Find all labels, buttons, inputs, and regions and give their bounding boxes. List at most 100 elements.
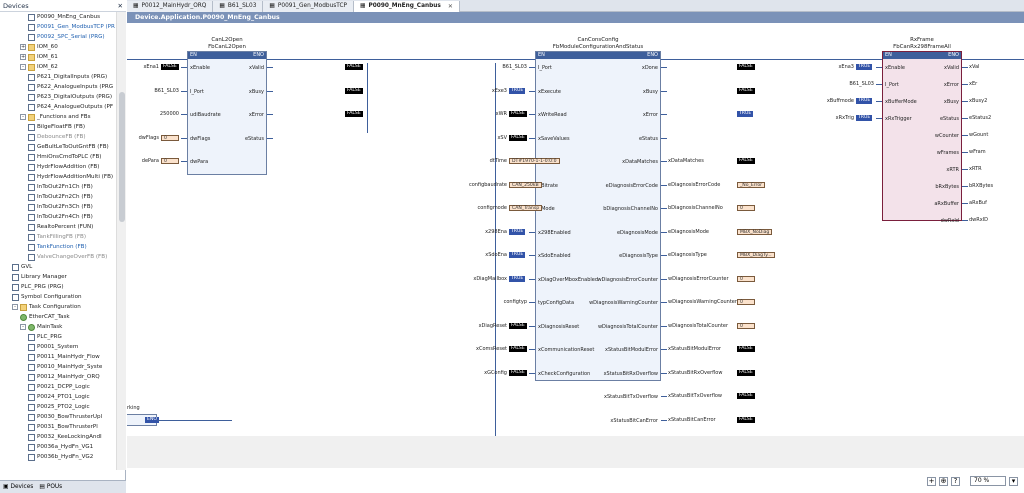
tree-item[interactable]: +IOM_60	[20, 42, 58, 52]
variable-label: dwFlags	[138, 134, 159, 141]
tree-item[interactable]: InToOut2Fn4Ch (FB)	[28, 212, 93, 222]
tree-item-label: InToOut2Fn2Ch (FB)	[37, 194, 93, 200]
expand-toggle-icon[interactable]: -	[20, 64, 26, 70]
editor-tab[interactable]: ▦B61_SL03	[213, 1, 264, 12]
input-pin: eBitrate	[538, 182, 559, 189]
tab-devices[interactable]: ▣Devices	[3, 484, 33, 490]
connection-wire	[267, 114, 273, 115]
tree-item[interactable]: P0036b_HydFn_VG2	[28, 452, 93, 462]
tree-item-label: P0031_BowThrusterPl	[37, 424, 98, 430]
expand-toggle-icon[interactable]: +	[20, 54, 26, 60]
tree-item[interactable]: GVL	[12, 262, 32, 272]
output-pin: xStatusBitModulError	[605, 347, 658, 353]
pou-icon	[28, 143, 35, 151]
editor-tab[interactable]: ▦P0012_MainHydr_ORQ	[127, 1, 214, 12]
tree-item[interactable]: DebounceFB (FB)	[28, 132, 86, 142]
close-tab-icon[interactable]: ✕	[447, 3, 453, 10]
close-pane-icon[interactable]: ✕	[117, 2, 123, 10]
tree-item[interactable]: -MainTask	[20, 322, 62, 332]
pou-icon	[28, 403, 35, 411]
tree-item[interactable]: P623_DigitalOutputs (PRG)	[28, 92, 112, 102]
tree-item[interactable]: P0001_System	[28, 342, 78, 352]
tree-item[interactable]: BilgeFloatFB (FB)	[28, 122, 85, 132]
variable-label: xVal	[969, 64, 980, 70]
tree-item[interactable]: -Task Configuration	[12, 302, 81, 312]
tree-item[interactable]: -_Functions and FBs	[20, 112, 91, 122]
tree-item[interactable]: P0031_BowThrusterPl	[28, 422, 98, 432]
tree-item[interactable]: PLC_PRG (PRG)	[12, 282, 64, 292]
tree-vertical-scrollbar[interactable]	[116, 12, 126, 470]
variable-label: wDiagnosisErrorCounter	[668, 275, 729, 282]
zoom-level-select[interactable]: 70 %	[970, 476, 1006, 486]
tree-item[interactable]: P0025_PTO2_Logic	[28, 402, 90, 412]
folder-icon	[28, 63, 35, 71]
tree-item-label: HydrFlowAddition (FB)	[37, 164, 100, 170]
tree-item-label: P0021_DCPP_Logic	[37, 384, 90, 390]
tree-item-label: P0036b_HydFn_VG2	[37, 454, 94, 460]
tree-item[interactable]: P0012_MainHydr_ORQ	[28, 372, 100, 382]
tree-item[interactable]: -IOM_62	[20, 62, 58, 72]
tree-item[interactable]: P0032_KeeLockingAndI	[28, 432, 102, 442]
zoom-dropdown-icon[interactable]: ▾	[1009, 476, 1018, 486]
editor-tab-label: P0090_MnEng_Canbus	[368, 3, 441, 9]
tree-item[interactable]: InToOut2Fn1Ch (FB)	[28, 182, 93, 192]
pou-icon	[12, 283, 19, 291]
tree-item[interactable]: RealtoPercent (FUN)	[28, 222, 93, 232]
variable-label: wFram	[969, 149, 986, 155]
tree-item[interactable]: +IOM_61	[20, 52, 58, 62]
online-value: FALSE	[509, 322, 527, 329]
variable-label: wDiagnosisWarningCounter	[668, 299, 737, 305]
tree-item[interactable]: ValveChangeOverFB (FB)	[28, 252, 107, 262]
tree-item[interactable]: HmiOnsCmdToPLC (FB)	[28, 152, 101, 162]
tree-item[interactable]: Library Manager	[12, 272, 67, 282]
en-pin: EN	[190, 52, 197, 58]
tree-item[interactable]: P0024_PTO1_Logic	[28, 392, 90, 402]
expand-toggle-icon[interactable]: +	[20, 44, 26, 50]
connection-wire	[962, 220, 968, 221]
expand-toggle-icon[interactable]: -	[20, 324, 26, 330]
tree-item[interactable]: InToOut2Fn3Ch (FB)	[28, 202, 93, 212]
tree-item[interactable]: TankFunction (FB)	[28, 242, 87, 252]
tree-item[interactable]: P0010_MainHydr_Syste	[28, 362, 102, 372]
tree-item[interactable]: P0030_BowThrusterUpl	[28, 412, 102, 422]
tree-item[interactable]: TankFillingFB (FB)	[28, 232, 86, 242]
tree-scroll-thumb[interactable]	[119, 92, 125, 222]
move-tool-icon[interactable]: +	[927, 476, 936, 486]
pou-icon	[28, 373, 35, 381]
tree-item[interactable]: P0090_MnEng_Canbus	[28, 12, 101, 22]
online-value: FALSE	[509, 346, 527, 352]
tree-item[interactable]: PLC_PRG	[28, 332, 62, 342]
tree-item[interactable]: P0036a_HydFn_VG1	[28, 442, 93, 452]
tab-pous[interactable]: ▤POUs	[39, 484, 62, 490]
editor-tab[interactable]: ▦P0091_Gen_ModbusTCP	[263, 1, 355, 12]
tree-item[interactable]: P0021_DCPP_Logic	[28, 382, 90, 392]
tree-item[interactable]: P624_AnalogueOutputs (PF	[28, 102, 113, 112]
output-pin: eStatus	[638, 135, 658, 142]
tree-item[interactable]: Symbol Configuration	[12, 292, 82, 302]
tree-item-label: P623_DigitalOutputs (PRG)	[37, 94, 113, 100]
help-icon[interactable]: ?	[951, 476, 960, 486]
tree-item[interactable]: HydrFlowAddition (FB)	[28, 162, 99, 172]
tree-item[interactable]: GeBultLeToOutGntFB (FB)	[28, 142, 109, 152]
editor-tab[interactable]: ▦P0090_MnEng_Canbus✕	[354, 1, 460, 12]
tree-item[interactable]: P0011_MainHydr_Flow	[28, 352, 100, 362]
tree-item[interactable]: P0091_Gen_ModbusTCP (PR	[28, 22, 115, 32]
variable-label: xEna1	[143, 64, 159, 70]
tree-item[interactable]: HydrFlowAdditionMulti (FB)	[28, 172, 113, 182]
tree-item[interactable]: P622_AnalogueInputs (PRG	[28, 82, 113, 92]
expand-toggle-icon[interactable]: -	[20, 114, 26, 120]
tree-item[interactable]: P621_DigitalInputs (PRG)	[28, 72, 107, 82]
output-pin: xValid	[943, 65, 959, 71]
tree-item[interactable]: InToOut2Fn2Ch (FB)	[28, 192, 93, 202]
tree-item[interactable]: EtherCAT_Task	[20, 312, 70, 322]
expand-toggle-icon[interactable]: -	[12, 304, 18, 310]
tree-item[interactable]: P0092_SPC_Serial (PRG)	[28, 32, 105, 42]
tree-item-label: ValveChangeOverFB (FB)	[37, 254, 108, 260]
zoom-tool-icon[interactable]: ⊕	[939, 476, 948, 486]
